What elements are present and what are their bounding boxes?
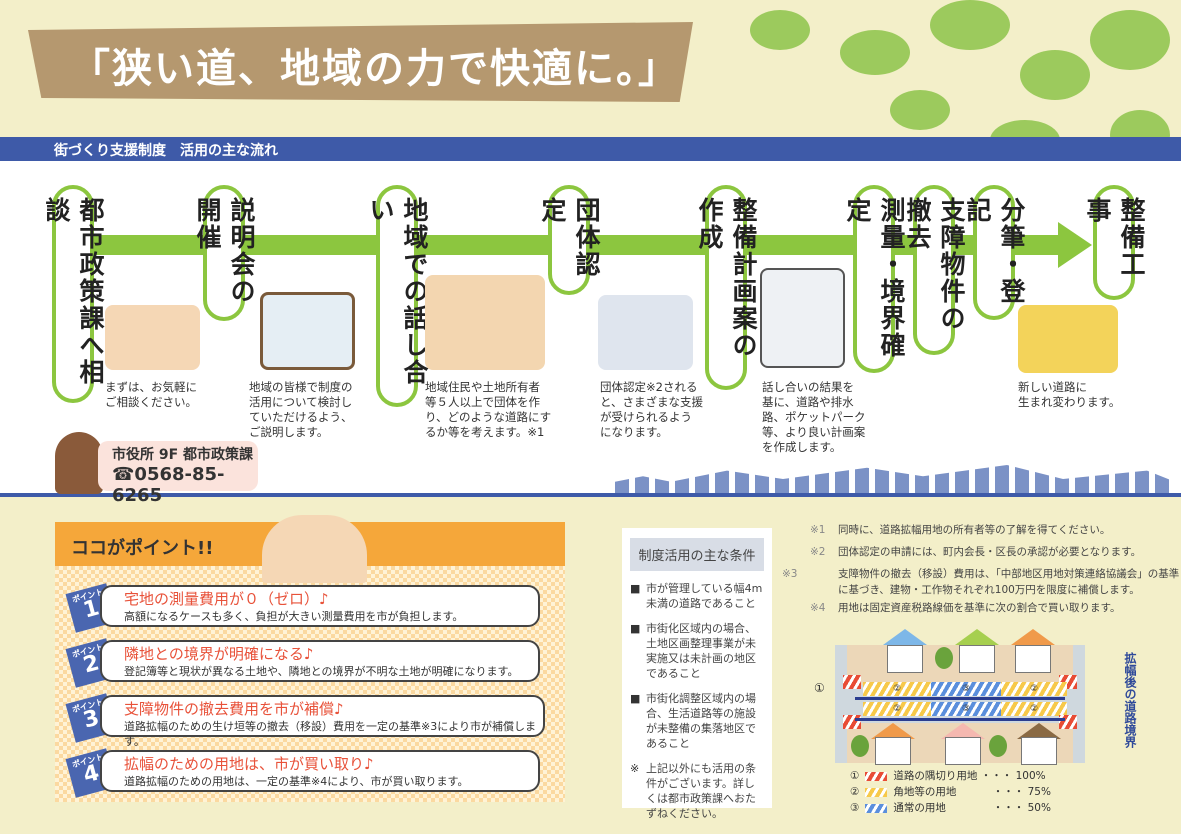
step-plan: 整備計画案の作成	[695, 185, 758, 390]
boundary-label: 拡幅後の道路境界	[1123, 652, 1137, 748]
step-certification: 団体認定	[538, 185, 601, 295]
step-consult: 都市政策課へ相談	[42, 185, 105, 403]
step-discussion: 地域での話し合い	[366, 185, 429, 407]
certification-illustration	[598, 295, 693, 370]
step-briefing: 説明会の開催	[193, 185, 256, 321]
step-removal: 支障物件の撤去	[903, 185, 966, 355]
step-desc-certification: 団体認定※2される と、さまざまな支援 が受けられるよう になります。	[600, 380, 704, 439]
point-item-3: 支障物件の撤去費用を市が補償♪道路拡幅のための生け垣等の撤去（移設）費用を一定の…	[100, 695, 545, 748]
couple-illustration	[262, 515, 367, 583]
point-item-4: 拡幅のための用地は、市が買い取り♪道路拡幅のための用地は、一定の基準※4により、…	[100, 750, 540, 792]
step-desc-briefing: 地域の皆様で制度の 活用について検討し ていただけるよう、 ご説明します。	[249, 380, 353, 439]
discussion-illustration	[425, 275, 545, 370]
road-diagram: ② ③ ② ② ③ ②	[835, 629, 1085, 765]
page-title: 「狭い道、地域の力で快適に。」	[28, 22, 693, 102]
condition-note: 上記以外にも活用の条件がございます。詳しくは都市政策課へおたずねください。	[630, 761, 764, 821]
section-band: 街づくり支援制度 活用の主な流れ	[0, 137, 1181, 161]
step-desc-construction: 新しい道路に 生まれ変わります。	[1018, 380, 1121, 409]
operator-avatar	[55, 432, 103, 494]
construction-illustration	[1018, 305, 1118, 373]
briefing-illustration	[260, 292, 355, 370]
step-registration: 分筆・登記	[963, 185, 1026, 320]
condition-item: 市が管理している幅4m未満の道路であること	[630, 581, 764, 611]
step-construction: 整備工事	[1083, 185, 1146, 300]
plan-illustration	[760, 268, 845, 368]
condition-item: 市街化調整区域内の場合、生活道路等の施設が未整備の集落地区であること	[630, 691, 764, 751]
step-survey: 測量・境界確定	[843, 185, 906, 373]
condition-item: 市街化区域内の場合、土地区画整理事業が未実施又は未計画の地区であること	[630, 621, 764, 681]
point-item-2: 隣地との境界が明確になる♪登記簿等と現状が異なる土地や、隣地との境界が不明な土地…	[100, 640, 540, 682]
conditions-box: 制度活用の主な条件 市が管理している幅4m未満の道路であること 市街化区域内の場…	[622, 528, 772, 820]
step-desc-discussion: 地域住民や土地所有者 等５人以上で団体を作 り、どのような道路にす るか等を考え…	[425, 380, 552, 439]
conditions-heading: 制度活用の主な条件	[630, 538, 764, 571]
corner-callout: ①	[814, 681, 825, 695]
point-item-1: 宅地の測量費用が０（ゼロ）♪高額になるケースも多く、負担が大きい測量費用を市が負…	[100, 585, 540, 627]
contact-box: 市役所 9F 都市政策課 ☎0568-85-6265	[98, 441, 258, 506]
step-desc-consult: まずは、お気軽に ご相談ください。	[105, 380, 197, 409]
arrowhead-icon	[1058, 222, 1092, 268]
step-desc-plan: 話し合いの結果を 基に、道路や排水 路、ポケットパーク 等、より良い計画案 を作…	[762, 380, 866, 454]
consult-illustration	[105, 305, 200, 370]
contact-office: 市役所 9F 都市政策課	[112, 447, 254, 463]
contact-phone[interactable]: ☎0568-85-6265	[112, 464, 225, 506]
